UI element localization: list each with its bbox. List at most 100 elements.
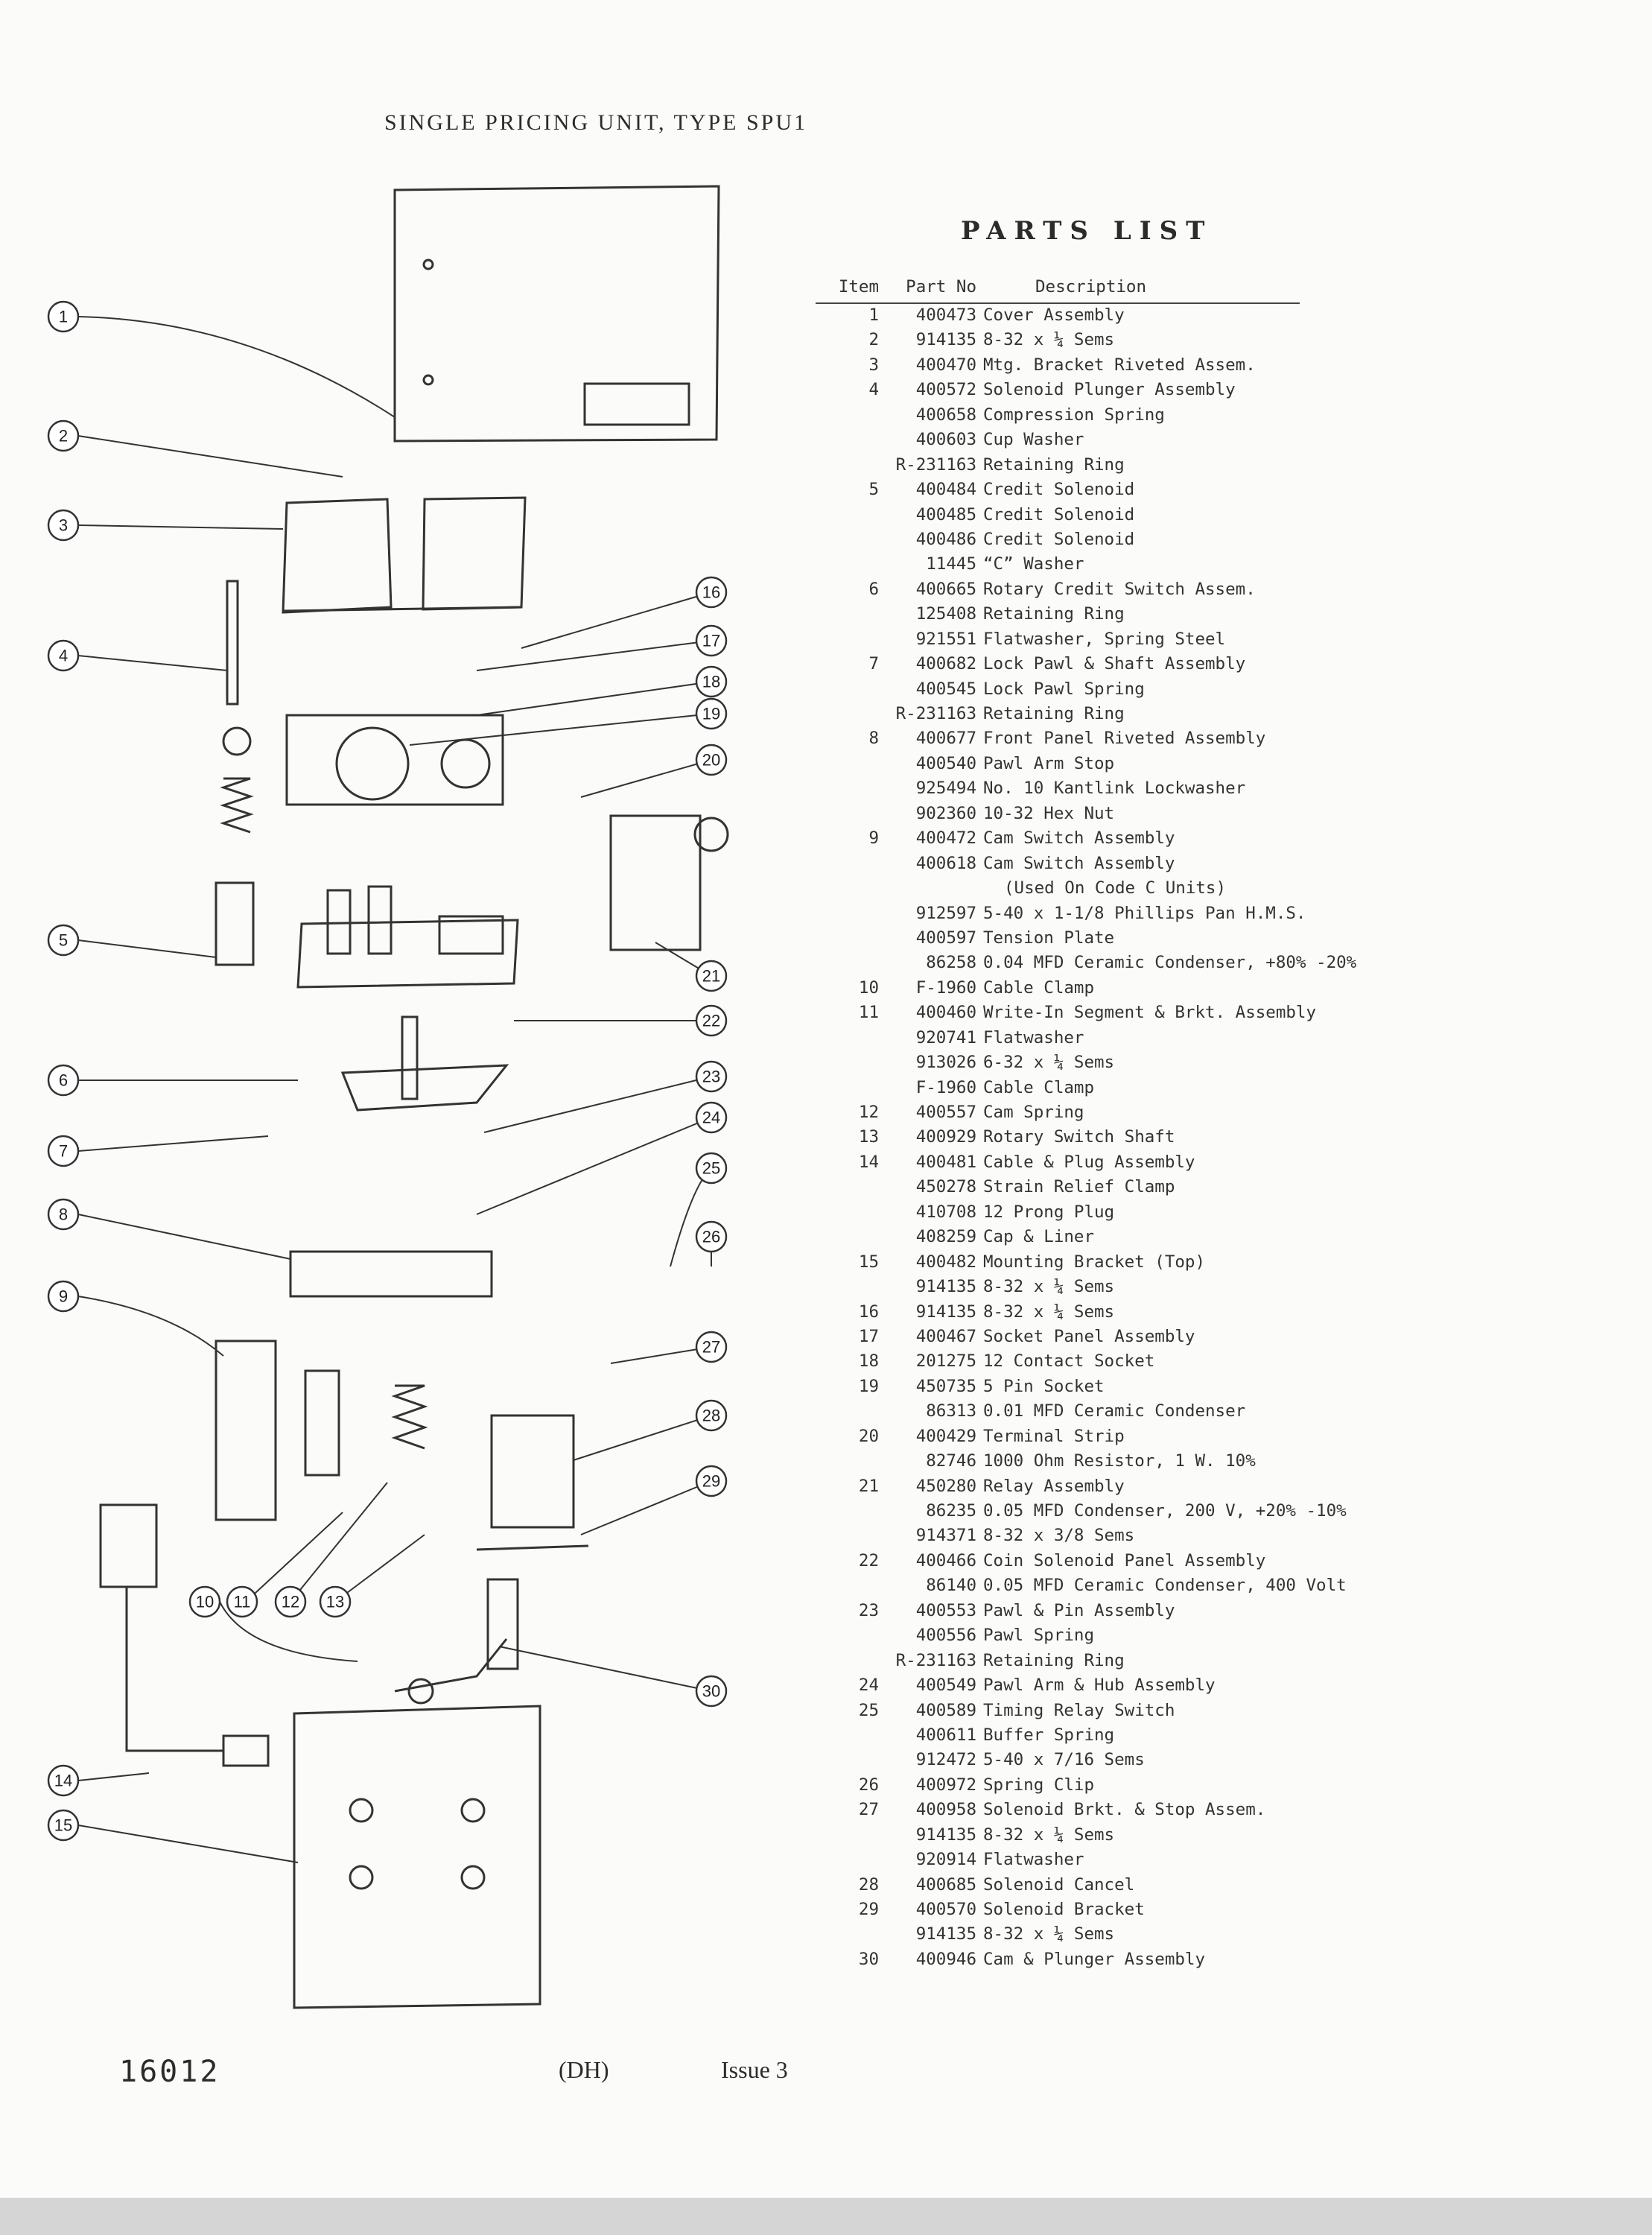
row-item-number: 15: [858, 1252, 879, 1272]
row-part-number: 921551: [915, 629, 976, 649]
callout-12: 12: [274, 1585, 307, 1618]
row-description: 5 Pin Socket: [983, 1376, 1105, 1396]
row-part-number: R-231163: [895, 704, 976, 723]
col-part-no-header: Part No: [906, 277, 976, 297]
callout-9: 9: [47, 1280, 80, 1313]
row-description: Front Panel Riveted Assembly: [983, 729, 1266, 749]
row-description: Cable Clamp: [983, 977, 1095, 998]
row-part-number: 400658: [915, 405, 976, 425]
row-description: Flatwasher: [983, 1027, 1084, 1047]
row-description: Cable Clamp: [983, 1077, 1095, 1097]
svg-text:22: 22: [702, 1012, 720, 1030]
row-description: Coin Solenoid Panel Assembly: [983, 1550, 1266, 1570]
svg-text:26: 26: [702, 1228, 720, 1246]
row-item-number: 8: [868, 729, 879, 749]
parts-list-row: 914371 8-32 x 3/8 Sems: [816, 1524, 1300, 1549]
row-description: Credit Solenoid: [983, 529, 1135, 549]
row-part-number: 400557: [915, 1103, 976, 1122]
row-description: Flatwasher: [983, 1850, 1084, 1870]
cable-and-plug: [99, 1503, 270, 1767]
row-description: 12 Prong Plug: [983, 1202, 1115, 1222]
row-part-number: 86140: [926, 1576, 976, 1596]
row-description: Rotary Switch Shaft: [983, 1127, 1175, 1147]
callout-19: 19: [695, 697, 728, 730]
callout-26: 26: [695, 1220, 728, 1253]
row-description: 0.05 MFD Condenser, 200 V, +20% -10%: [983, 1501, 1347, 1521]
row-description: 8-32 x 3/8 Sems: [983, 1526, 1135, 1546]
row-description: Credit Solenoid: [983, 504, 1135, 524]
row-item-number: 20: [858, 1426, 879, 1446]
callout-17: 17: [695, 624, 728, 657]
row-description: Credit Solenoid: [983, 480, 1135, 500]
row-part-number: 914371: [915, 1526, 976, 1546]
row-description: 8-32 x ¼ Sems: [983, 1825, 1115, 1845]
svg-text:1: 1: [59, 308, 68, 326]
row-part-number: 400618: [915, 853, 976, 873]
cam-plunger-assembly: [394, 1638, 508, 1705]
row-part-number: 450280: [915, 1476, 976, 1496]
svg-text:14: 14: [54, 1772, 72, 1790]
row-part-number: 400611: [915, 1725, 976, 1745]
parts-list-row: 925494 No. 10 Kantlink Lockwasher: [816, 777, 1300, 802]
plunger-and-springs: [215, 580, 255, 966]
parts-list-heading: PARTS LIST: [961, 216, 1213, 246]
svg-text:27: 27: [702, 1338, 720, 1357]
row-description: 5-40 x 7/16 Sems: [983, 1750, 1145, 1770]
row-part-number: 914135: [915, 1825, 976, 1845]
row-description: Timing Relay Switch: [983, 1700, 1175, 1720]
row-part-number: 400429: [915, 1426, 976, 1446]
callout-10: 10: [188, 1585, 221, 1618]
exploded-parts-diagram: 1 2 3 4 5 6 7 8 9 10 11 12 13 14 15 16 1…: [47, 185, 729, 2009]
row-item-number: 23: [858, 1600, 879, 1620]
rotary-credit-switch: [340, 1015, 509, 1112]
row-part-number: 400946: [915, 1949, 976, 1969]
row-part-number: 400484: [915, 480, 976, 500]
row-item-number: 2: [868, 330, 879, 350]
svg-text:16: 16: [702, 583, 720, 602]
row-description: 12 Contact Socket: [983, 1351, 1155, 1372]
row-description: Rotary Credit Switch Assem.: [983, 579, 1256, 599]
row-item-number: 21: [858, 1476, 879, 1496]
row-description: Cover Assembly: [983, 305, 1125, 325]
callout-23: 23: [695, 1060, 728, 1093]
svg-text:11: 11: [234, 1593, 251, 1611]
row-description: No. 10 Kantlink Lockwasher: [983, 779, 1246, 799]
row-part-number: 912597: [915, 903, 976, 923]
coin-solenoid: [476, 1414, 589, 1670]
callout-14: 14: [47, 1764, 80, 1797]
scan-edge-band: [0, 2198, 1652, 2235]
row-part-number: 914135: [915, 1302, 976, 1322]
row-part-number: 925494: [915, 779, 976, 799]
row-item-number: 10: [858, 977, 879, 998]
row-part-number: 400472: [915, 828, 976, 849]
svg-text:2: 2: [59, 427, 68, 446]
row-item-number: 5: [868, 480, 879, 500]
footer-code: (DH): [559, 2056, 609, 2083]
row-item-number: 28: [858, 1874, 879, 1895]
